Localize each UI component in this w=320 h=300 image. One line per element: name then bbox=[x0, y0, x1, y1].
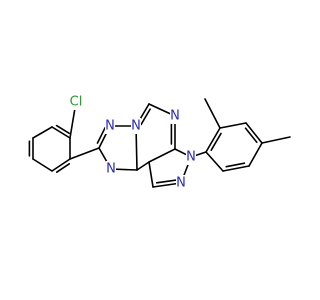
bond-ring-b-3-inner bbox=[244, 127, 258, 144]
bond-ring-b-5 bbox=[222, 165, 250, 172]
atom-label-n5: N bbox=[186, 150, 196, 165]
bond-ring-b-1 bbox=[205, 127, 221, 153]
bond-ring-b-4 bbox=[248, 142, 263, 167]
bond-pyrimidine-4 bbox=[148, 148, 176, 163]
atom-label-n3: N bbox=[131, 119, 141, 134]
bond-ring-b-3 bbox=[245, 122, 263, 144]
bond-ring-a-2 bbox=[51, 126, 71, 139]
atom-label-background bbox=[105, 118, 115, 134]
bond-ring-b-5-inner bbox=[225, 162, 246, 168]
atom-label-n1: N bbox=[105, 119, 115, 134]
atom-label-n4: N bbox=[170, 109, 180, 124]
bond-ring-a-4 bbox=[51, 158, 71, 172]
bond-pyrazole-3-inner bbox=[155, 179, 178, 184]
bond-pyrazole-4 bbox=[148, 161, 154, 188]
atom-label-n2: N bbox=[106, 162, 116, 177]
bond-methyl-2 bbox=[261, 136, 291, 144]
bond-pyrimidine-5 bbox=[136, 161, 150, 171]
bond-triazole-1-inner bbox=[96, 126, 106, 144]
bond-ring-a-2-inner bbox=[55, 124, 70, 135]
bond-pyrimidine-1-inner bbox=[140, 108, 151, 126]
bond-ring-a-4-inner bbox=[55, 162, 71, 173]
atom-label-background bbox=[106, 161, 116, 177]
atom-label-background bbox=[186, 149, 196, 165]
atom-label-background bbox=[170, 108, 180, 124]
bond-ring-a-5 bbox=[32, 158, 53, 172]
atom-label-cl: Cl bbox=[70, 95, 83, 110]
bond-aryl-triazole bbox=[69, 147, 100, 160]
atom-label-background bbox=[131, 118, 141, 134]
bond-ring-b-2 bbox=[219, 122, 247, 129]
atom-label-n6: N bbox=[176, 176, 186, 191]
bond-ring-a-1 bbox=[32, 126, 53, 139]
bond-ring-b-6 bbox=[205, 151, 224, 172]
bond-layer bbox=[28, 98, 291, 188]
atom-label-background bbox=[68, 94, 84, 110]
bond-ring-b-1-inner bbox=[210, 132, 222, 152]
atom-label-background bbox=[176, 175, 186, 191]
bond-methyl-1 bbox=[204, 98, 221, 129]
